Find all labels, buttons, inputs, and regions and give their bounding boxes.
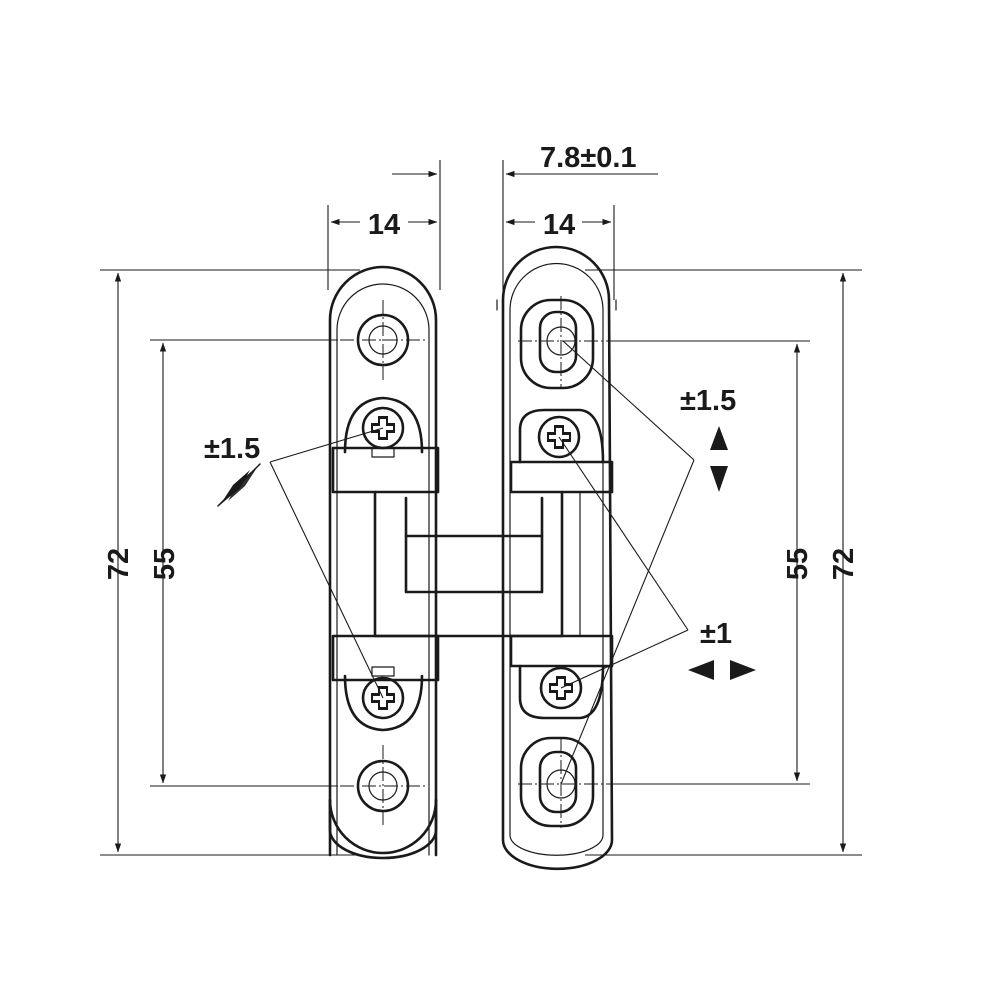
height-adjust-symbol: [710, 426, 728, 492]
adjust-label-depth: ±1.5: [204, 433, 260, 465]
dim-label-hole-spacing-right: 55: [782, 548, 814, 580]
right-hinge-leaf: [496, 245, 617, 871]
dim-label-top-offset: 7.8±0.1: [540, 142, 637, 174]
dim-label-overall-height-right: 72: [828, 548, 860, 580]
side-adjust-symbol: [688, 660, 756, 680]
center-lines: [340, 296, 604, 828]
adjust-label-height: ±1.5: [680, 385, 736, 417]
left-hinge-leaf: [328, 265, 440, 860]
adjust-label-side: ±1: [700, 618, 732, 650]
dimension-lines: [100, 160, 862, 856]
leader-lines: [269, 340, 695, 785]
depth-adjust-symbol: [217, 463, 261, 507]
dim-label-overall-height-left: 72: [103, 548, 135, 580]
dim-label-width-right: 14: [543, 209, 575, 241]
dim-label-width-left: 14: [368, 209, 400, 241]
dim-label-hole-spacing-left: 55: [149, 548, 181, 580]
hinge-link-body: [373, 490, 581, 638]
